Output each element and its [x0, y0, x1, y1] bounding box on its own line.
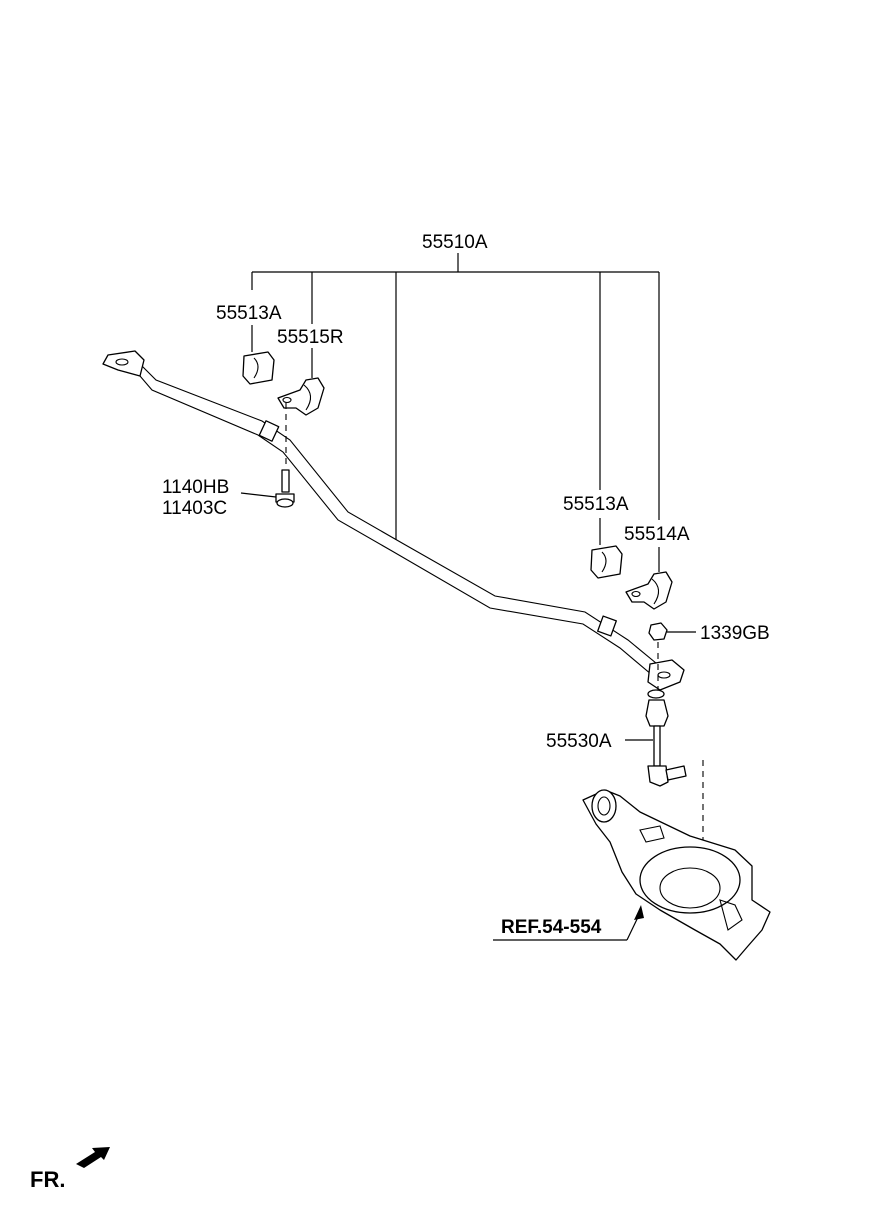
bracket-left: [277, 377, 325, 416]
label-link[interactable]: 55530A: [546, 731, 612, 752]
nut: [648, 622, 696, 641]
label-reference[interactable]: REF.54-554: [501, 917, 602, 938]
bracket-right: [625, 571, 673, 610]
label-bolt[interactable]: 1140HB: [162, 477, 229, 498]
bolt: [240, 469, 295, 508]
label-nut[interactable]: 1339GB: [700, 623, 770, 644]
label-bracket-right[interactable]: 55514A: [624, 524, 690, 545]
bushing-right: [590, 545, 623, 579]
stabilizer-link: [625, 689, 687, 787]
label-bushing-left[interactable]: 55513A: [216, 303, 282, 324]
label-bolt-alt[interactable]: 11403C: [162, 498, 227, 519]
reference-leader: [493, 905, 644, 941]
assembly-leader-tree: [251, 253, 660, 572]
bushing-left: [242, 351, 275, 385]
stabilizer-bar: [102, 350, 685, 691]
label-bracket-left[interactable]: 55515R: [277, 327, 344, 348]
label-bushing-right[interactable]: 55513A: [563, 494, 629, 515]
lower-control-arm: [582, 789, 771, 961]
front-arrow-icon: [76, 1147, 110, 1168]
label-assembly[interactable]: 55510A: [422, 232, 488, 253]
front-label: FR.: [30, 1167, 65, 1192]
